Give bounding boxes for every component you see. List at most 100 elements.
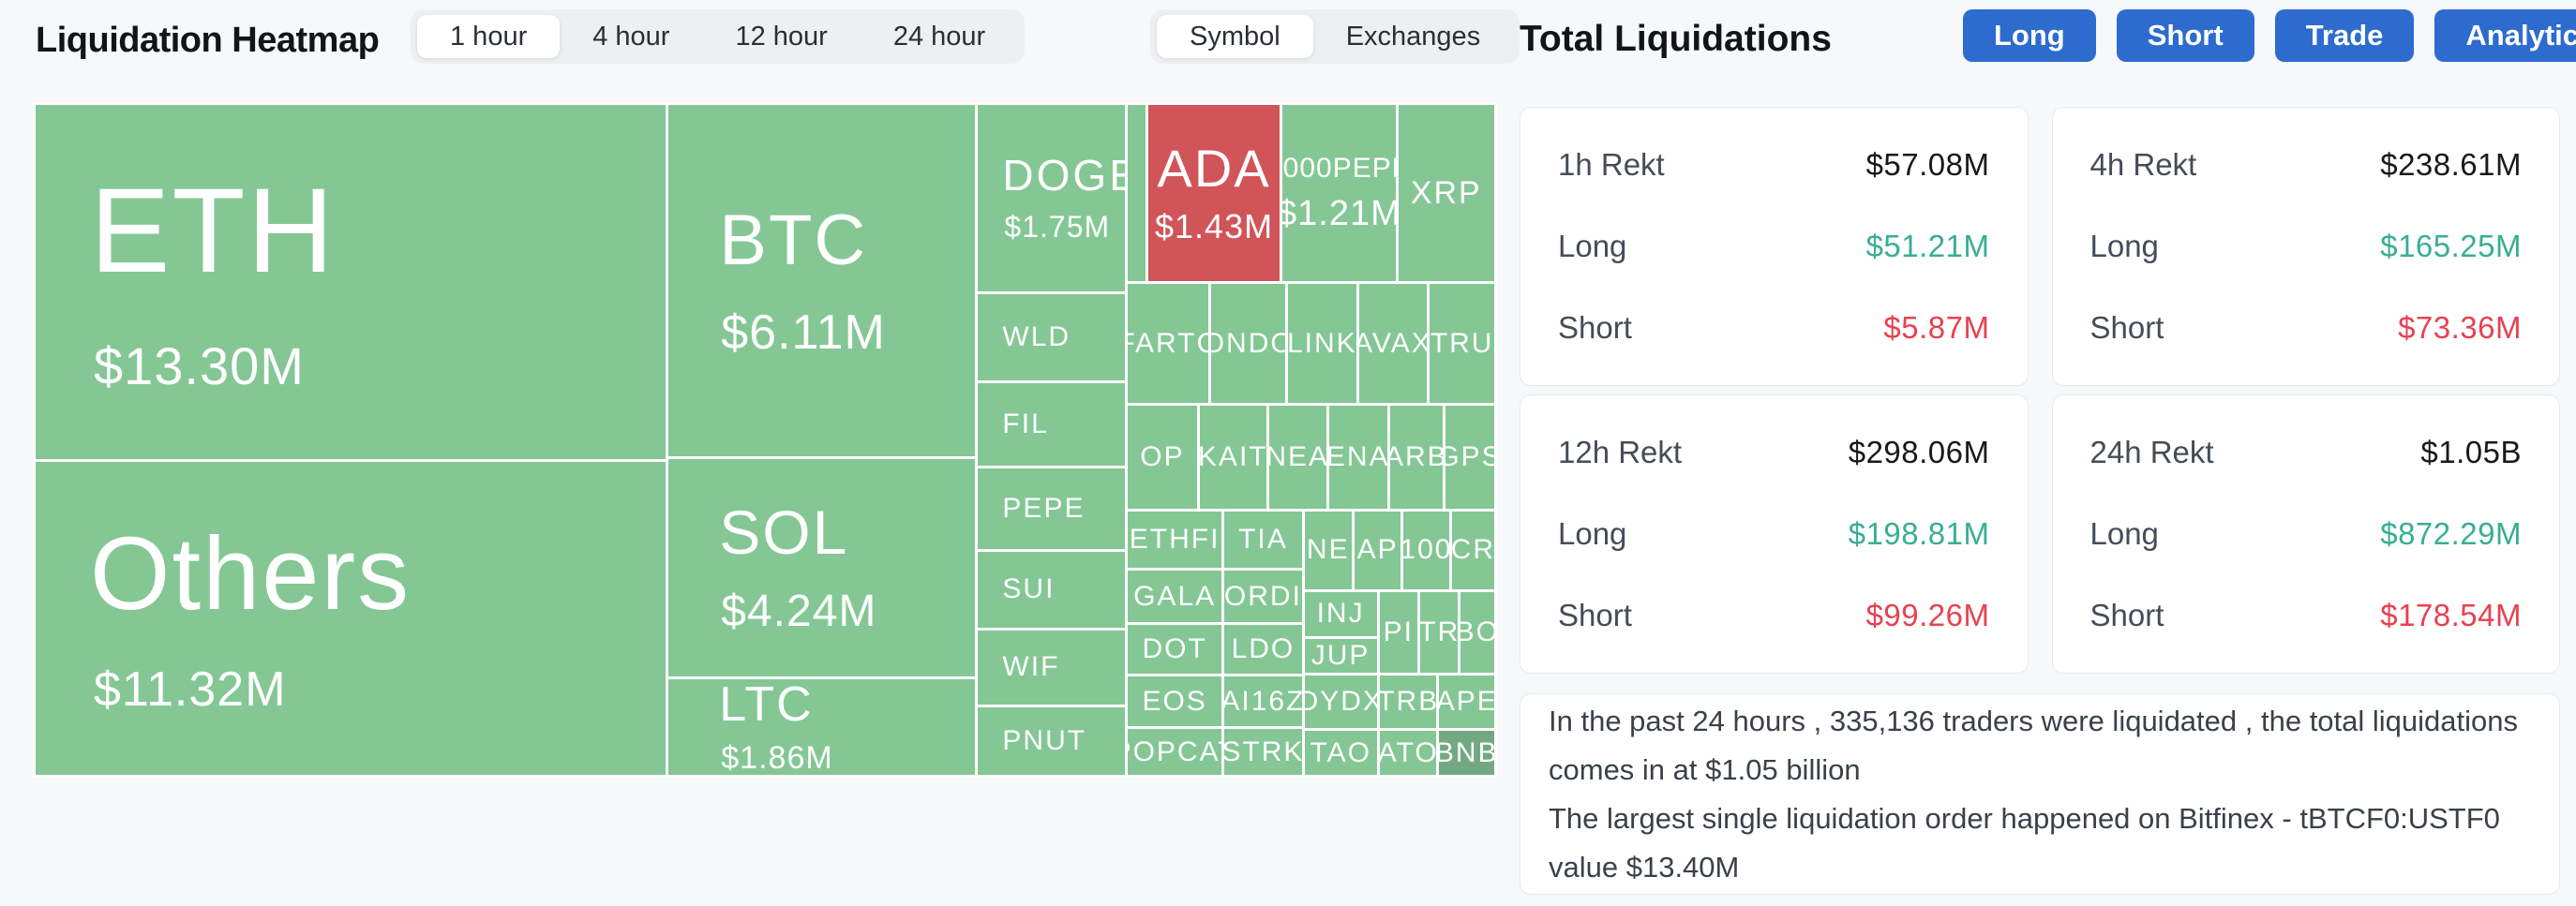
short-label: Short	[1558, 598, 1632, 632]
treemap-cell-ne[interactable]: NE	[1304, 511, 1352, 589]
treemap-cell-link[interactable]: LINK	[1287, 284, 1356, 404]
treemap-cell-ondo[interactable]: ONDO	[1211, 284, 1285, 404]
treemap-cell-bo[interactable]: BO	[1460, 591, 1494, 674]
treemap-cell-gps[interactable]: GPS	[1445, 406, 1495, 509]
time-range-tabs: 1 hour 4 hour 12 hour 24 hour	[411, 9, 1026, 64]
treemap-cell-sol[interactable]: SOL $4.24M	[668, 459, 976, 676]
page-title: Liquidation Heatmap	[36, 21, 380, 60]
stats-panel: 1h Rekt $57.08M Long $51.21M Short $5.87M 4…	[1520, 107, 2560, 895]
treemap-cell-100[interactable]: 100	[1403, 511, 1449, 589]
treemap-cell-wld[interactable]: WLD	[978, 293, 1126, 381]
treemap-cell-popcat[interactable]: POPCAT	[1128, 729, 1222, 775]
long-label: Long	[1558, 229, 1627, 263]
period-label: 12h Rekt	[1558, 435, 1683, 469]
rekt-card-24h: 24h Rekt $1.05B Long $872.29M Short $178.54…	[2051, 394, 2560, 674]
treemap-cell-wif[interactable]: WIF	[978, 630, 1126, 705]
treemap-cell-doge[interactable]: DOGE $1.75M	[978, 105, 1126, 291]
treemap-cell-ena[interactable]: ENA	[1328, 406, 1387, 509]
tab-symbol[interactable]: Symbol	[1157, 15, 1313, 58]
treemap-cell-avax[interactable]: AVAX	[1358, 284, 1428, 404]
long-label: Long	[2089, 516, 2159, 551]
short-value: $5.87M	[1883, 310, 1990, 345]
treemap-cell-sui[interactable]: SUI	[978, 551, 1126, 628]
treemap-cell-eos[interactable]: EOS	[1128, 676, 1222, 727]
treemap-cell-unlabeled[interactable]	[1128, 105, 1146, 282]
treemap-cell-near[interactable]: NEA	[1268, 406, 1326, 509]
treemap-cell-inj[interactable]: INJ	[1304, 591, 1377, 636]
short-value: $178.54M	[2380, 598, 2522, 632]
rekt-card-12h: 12h Rekt $298.06M Long $198.81M Short $99.2…	[1520, 394, 2029, 674]
treemap-cell-ethfi[interactable]: ETHFI	[1128, 511, 1222, 568]
long-value: $198.81M	[1848, 516, 1990, 551]
treemap-cell-pi[interactable]: PI	[1379, 591, 1418, 674]
period-label: 4h Rekt	[2089, 147, 2197, 182]
action-buttons: Long Short Trade Analytics	[1963, 9, 2576, 62]
total-value: $57.08M	[1865, 147, 1990, 182]
summary-line-1: In the past 24 hours , 335,136 traders w…	[1549, 704, 2519, 786]
treemap-cell-tia[interactable]: TIA	[1224, 511, 1302, 568]
long-value: $872.29M	[2380, 516, 2522, 551]
treemap-cell-ada[interactable]: ADA $1.43M	[1147, 105, 1281, 282]
period-label: 1h Rekt	[1558, 147, 1665, 182]
treemap-cell-ordi[interactable]: ORDI	[1224, 570, 1302, 623]
period-label: 24h Rekt	[2089, 435, 2214, 469]
summary-line-2: The largest single liquidation order hap…	[1549, 801, 2500, 884]
treemap-cell-ldo[interactable]: LDO	[1224, 625, 1302, 675]
treemap-cell-fartcoin[interactable]: FARTC	[1128, 284, 1209, 404]
total-value: $1.05B	[2420, 435, 2522, 469]
treemap-cell-eth[interactable]: ETH $13.30M	[36, 105, 666, 459]
rekt-card-1h: 1h Rekt $57.08M Long $51.21M Short $5.87M	[1520, 107, 2029, 386]
treemap-cell-pnut[interactable]: PNUT	[978, 706, 1126, 775]
treemap-cell-pepe[interactable]: PEPE	[978, 468, 1126, 549]
long-value: $51.21M	[1865, 229, 1990, 263]
treemap-cell-arb[interactable]: ARB	[1389, 406, 1443, 509]
total-liquidations-title: Total Liquidations	[1520, 19, 1832, 59]
treemap-cell-trb[interactable]: TRB	[1379, 676, 1437, 729]
treemap-cell-cr[interactable]: CR	[1451, 511, 1495, 589]
analytics-button[interactable]: Analytics	[2434, 9, 2576, 62]
treemap-cell-gala[interactable]: GALA	[1128, 570, 1222, 623]
treemap-cell-trump[interactable]: TRU	[1430, 284, 1495, 404]
short-value: $99.26M	[1865, 598, 1990, 632]
treemap-cell-dot[interactable]: DOT	[1128, 625, 1222, 675]
treemap-cell-kaito[interactable]: KAIT	[1199, 406, 1266, 509]
total-value: $298.06M	[1848, 435, 1990, 469]
treemap-cell-ap[interactable]: AP	[1354, 511, 1401, 589]
summary-card: In the past 24 hours , 335,136 traders w…	[1520, 693, 2560, 895]
treemap-cell-strk[interactable]: STRK	[1224, 729, 1302, 775]
long-label: Long	[2089, 229, 2159, 263]
treemap-cell-atom[interactable]: ATO	[1379, 731, 1437, 775]
treemap-cell-ape[interactable]: APE	[1439, 676, 1495, 729]
rekt-card-4h: 4h Rekt$238.61M Long$165.25M Short$73.36…	[2051, 107, 2560, 386]
treemap-cell-op[interactable]: OP	[1128, 406, 1197, 509]
long-label: Long	[1558, 516, 1627, 551]
total-value: $238.61M	[2380, 147, 2522, 182]
trade-button[interactable]: Trade	[2274, 9, 2415, 62]
view-toggle: Symbol Exchanges	[1150, 9, 1520, 64]
tab-4-hour[interactable]: 4 hour	[592, 21, 670, 52]
long-value: $165.25M	[2380, 229, 2522, 263]
short-label: Short	[1558, 310, 1632, 345]
treemap-cell-tr[interactable]: TR	[1420, 591, 1459, 674]
tab-24-hour[interactable]: 24 hour	[892, 21, 986, 52]
long-button[interactable]: Long	[1963, 9, 2096, 62]
treemap-cell-fil[interactable]: FIL	[978, 383, 1126, 467]
treemap-cell-bnb[interactable]: BNB	[1439, 731, 1495, 775]
liquidation-treemap: ETH $13.30M Others $11.32M BTC $6.11M SO…	[33, 102, 1497, 778]
treemap-cell-jup[interactable]: JUP	[1304, 638, 1377, 674]
treemap-cell-ai16z[interactable]: AI16Z	[1224, 676, 1302, 727]
short-button[interactable]: Short	[2116, 9, 2254, 62]
short-label: Short	[2089, 310, 2164, 345]
treemap-cell-1000pepe[interactable]: 1000PEPE $1.21M	[1282, 105, 1396, 282]
tab-exchanges[interactable]: Exchanges	[1345, 21, 1481, 52]
tab-1-hour[interactable]: 1 hour	[417, 15, 561, 58]
treemap-cell-ltc[interactable]: LTC $1.86M	[668, 679, 976, 775]
tab-12-hour[interactable]: 12 hour	[735, 21, 828, 52]
treemap-cell-dydx[interactable]: DYDX	[1304, 676, 1377, 729]
short-label: Short	[2089, 598, 2164, 632]
treemap-cell-others[interactable]: Others $11.32M	[36, 462, 666, 775]
treemap-cell-xrp[interactable]: XRP	[1398, 105, 1494, 282]
treemap-cell-tao[interactable]: TAO	[1304, 731, 1377, 775]
treemap-cell-btc[interactable]: BTC $6.11M	[668, 105, 976, 456]
